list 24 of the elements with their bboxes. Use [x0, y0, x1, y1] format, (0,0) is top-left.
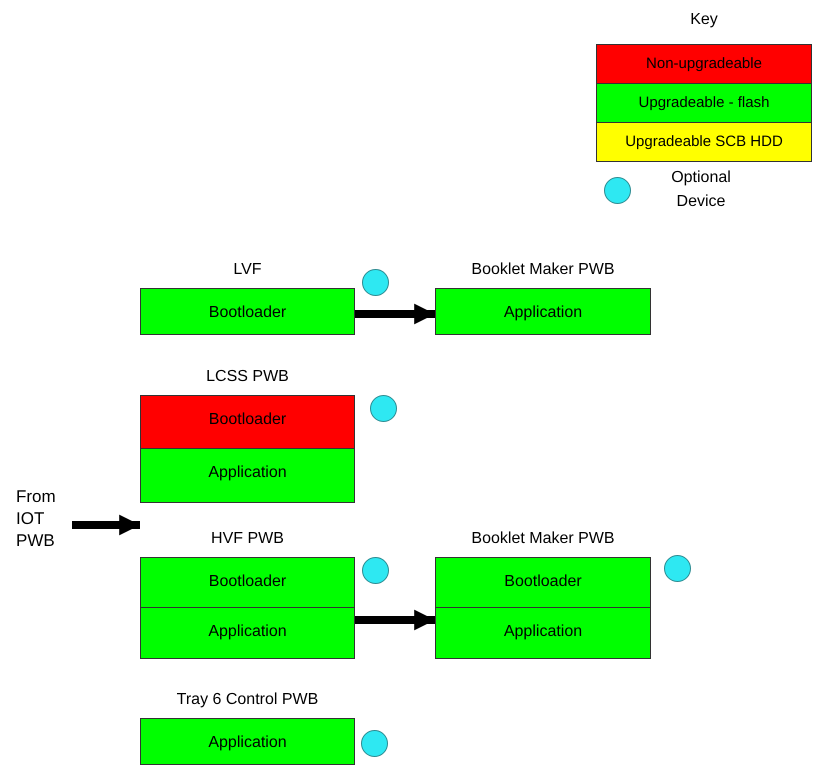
firmware-block: Application — [435, 607, 651, 659]
firmware-block: Bootloader — [140, 557, 355, 608]
board-heading: Booklet Maker PWB — [471, 529, 615, 549]
firmware-block: Application — [435, 288, 651, 335]
board-heading: LVF — [233, 260, 262, 280]
firmware-block: Application — [140, 718, 355, 765]
firmware-block: Application — [140, 448, 355, 503]
arrow — [72, 514, 140, 536]
arrow — [355, 610, 435, 630]
board-heading: HVF PWB — [211, 529, 284, 549]
arrow — [355, 304, 435, 324]
legend-item: Non-upgradeable — [596, 44, 812, 84]
legend-item: Upgradeable SCB HDD — [596, 122, 812, 162]
firmware-block: Bootloader — [435, 557, 651, 608]
board-heading: Tray 6 Control PWB — [176, 690, 318, 710]
legend-title: Key — [690, 10, 718, 30]
firmware-block: Application — [140, 607, 355, 659]
board-heading: LCSS PWB — [206, 367, 289, 387]
source-label: From IOT PWB — [16, 486, 72, 552]
legend-item: Upgradeable - flash — [596, 83, 812, 123]
legend-label: Optional Device — [670, 168, 732, 212]
firmware-block: Bootloader — [140, 395, 355, 449]
board-heading: Booklet Maker PWB — [471, 260, 615, 280]
firmware-block: Bootloader — [140, 288, 355, 335]
